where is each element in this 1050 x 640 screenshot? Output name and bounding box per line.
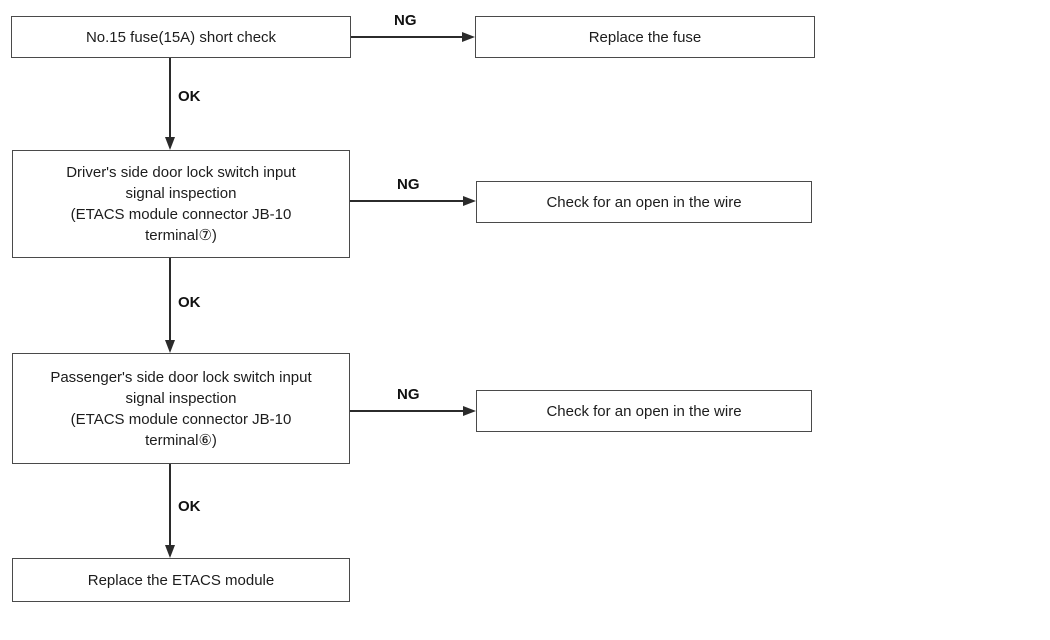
node-replace-etacs-module-label: Replace the ETACS module bbox=[87, 571, 275, 589]
edge-ok1-line bbox=[169, 58, 171, 138]
arrowhead-down-icon bbox=[165, 137, 175, 150]
node-fuse-check-label: No.15 fuse(15A) short check bbox=[85, 28, 277, 46]
node-check-wire-driver-label: Check for an open in the wire bbox=[546, 193, 742, 211]
edge-ng2-label: NG bbox=[397, 176, 420, 193]
node-check-wire-passenger-label: Check for an open in the wire bbox=[546, 402, 742, 420]
node-driver-inspection: Driver's side door lock switch input sig… bbox=[12, 150, 350, 258]
node-fuse-check: No.15 fuse(15A) short check bbox=[11, 16, 351, 58]
edge-ok1-label: OK bbox=[178, 88, 201, 105]
arrowhead-right-icon bbox=[463, 196, 476, 206]
node-replace-fuse: Replace the fuse bbox=[475, 16, 815, 58]
node-driver-inspection-label: Driver's side door lock switch input sig… bbox=[66, 164, 296, 244]
arrowhead-down-icon bbox=[165, 340, 175, 353]
edge-ok3-label: OK bbox=[178, 498, 201, 515]
arrowhead-down-icon bbox=[165, 545, 175, 558]
edge-ok2-line bbox=[169, 258, 171, 341]
edge-ng2-line bbox=[350, 200, 463, 202]
node-check-wire-passenger: Check for an open in the wire bbox=[476, 390, 812, 432]
node-passenger-inspection: Passenger's side door lock switch input … bbox=[12, 353, 350, 464]
edge-ng1-line bbox=[351, 36, 463, 38]
node-passenger-inspection-label: Passenger's side door lock switch input … bbox=[50, 368, 312, 449]
node-replace-etacs-module: Replace the ETACS module bbox=[12, 558, 350, 602]
arrowhead-right-icon bbox=[462, 32, 475, 42]
edge-ok2-label: OK bbox=[178, 294, 201, 311]
node-replace-fuse-label: Replace the fuse bbox=[588, 28, 702, 46]
edge-ng3-label: NG bbox=[397, 386, 420, 403]
edge-ok3-line bbox=[169, 464, 171, 546]
node-check-wire-driver: Check for an open in the wire bbox=[476, 181, 812, 223]
edge-ng1-label: NG bbox=[394, 12, 417, 29]
edge-ng3-line bbox=[350, 410, 463, 412]
arrowhead-right-icon bbox=[463, 406, 476, 416]
